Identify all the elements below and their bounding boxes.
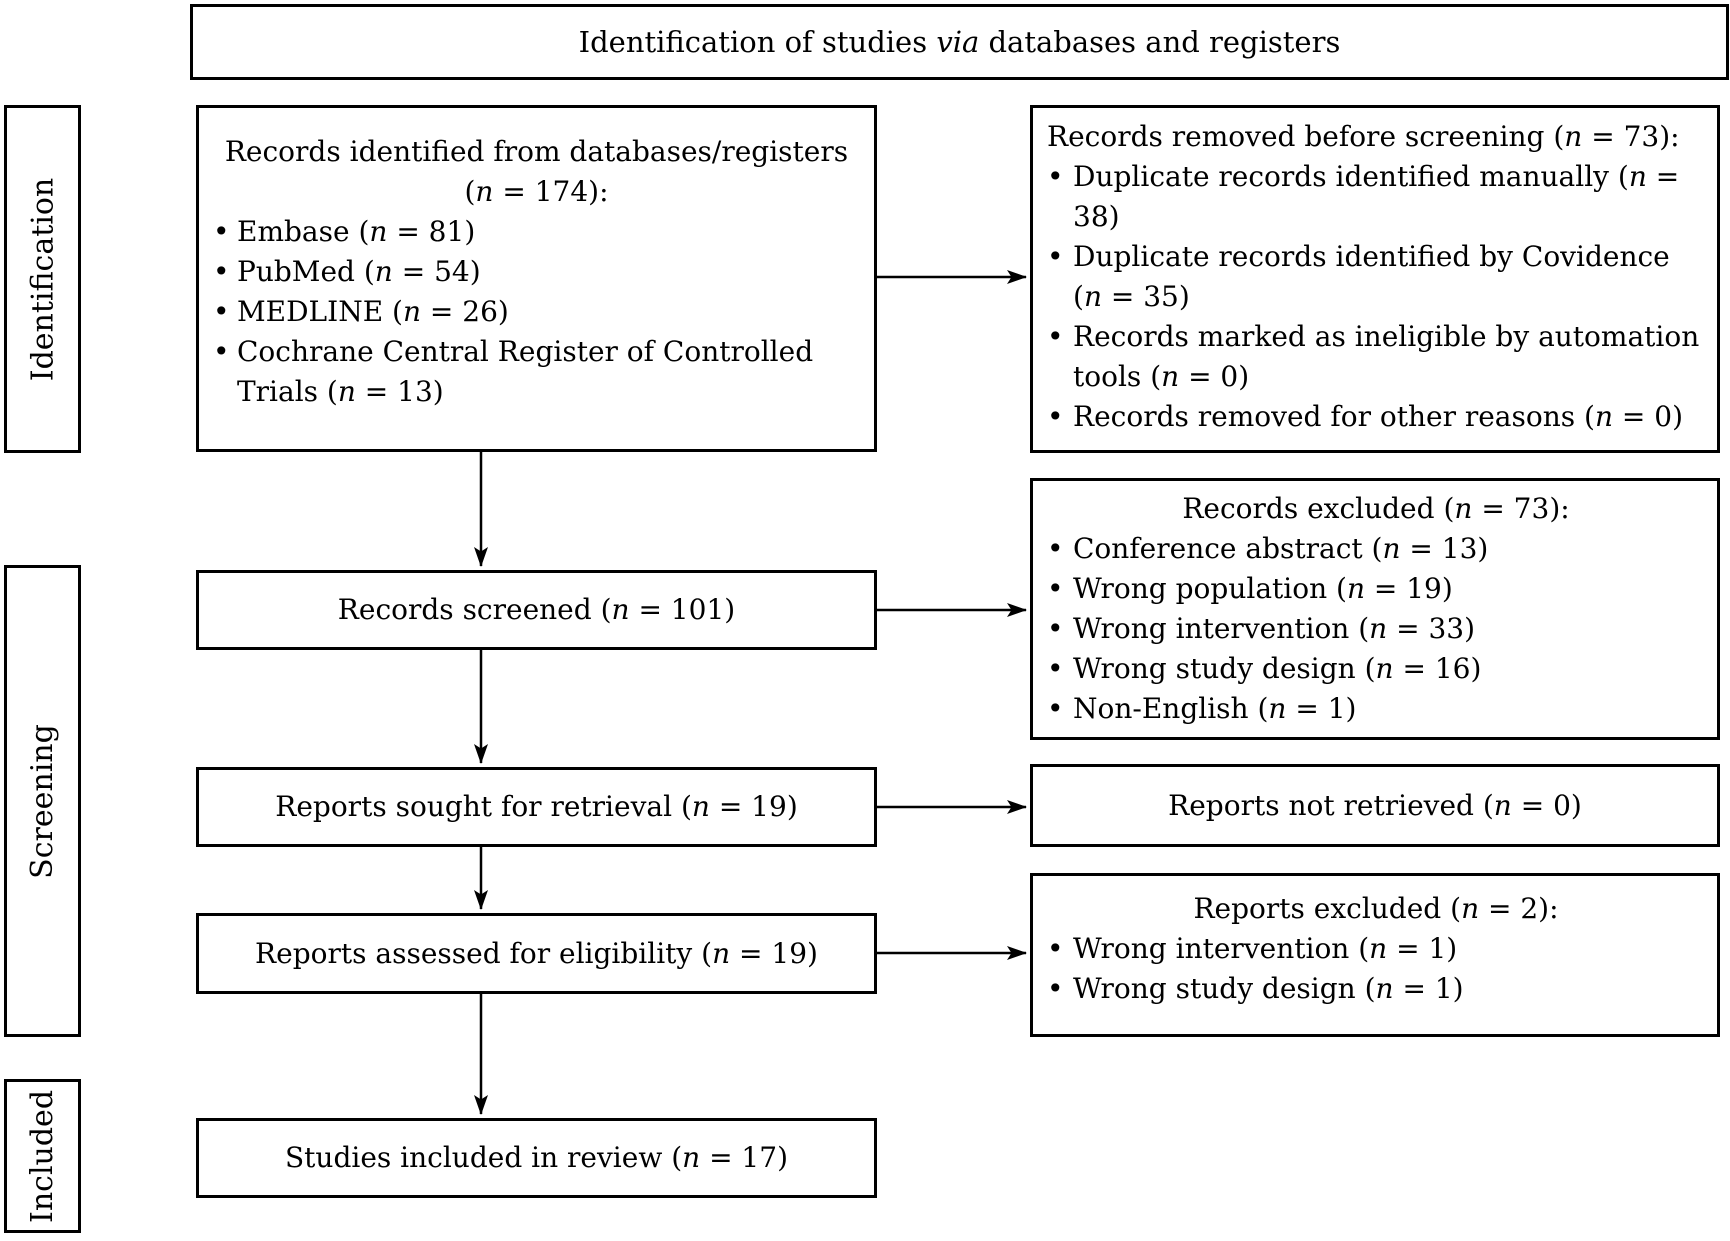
box-records-screened: Records screened (n = 101) [196, 570, 877, 650]
bullet-item: MEDLINE (n = 26) [213, 292, 860, 332]
stage-label-identification: Identification [4, 105, 81, 453]
reports-sought-label: Reports sought for retrieval (n = 19) [275, 790, 798, 823]
stage-label-screening: Screening [4, 565, 81, 1037]
studies-included-label: Studies included in review (n = 17) [284, 1141, 788, 1174]
records-removed-title: Records removed before screening (n = 73… [1047, 120, 1680, 153]
bullet-item: Wrong population (n = 19) [1047, 569, 1705, 609]
reports-excluded-title: Reports excluded (n = 2): [1193, 892, 1559, 925]
bullet-item: PubMed (n = 54) [213, 252, 860, 292]
stage-label-screening-text: Screening [25, 723, 60, 879]
bullet-item: Non-English (n = 1) [1047, 689, 1705, 729]
records-excluded-list: Conference abstract (n = 13)Wrong popula… [1047, 529, 1705, 729]
bullet-item: Wrong intervention (n = 33) [1047, 609, 1705, 649]
box-reports-not-retrieved: Reports not retrieved (n = 0) [1030, 764, 1720, 847]
stage-label-included: Included [4, 1079, 81, 1233]
records-screened-label: Records screened (n = 101) [337, 593, 736, 626]
header-title: Identification of studies via databases … [578, 25, 1341, 59]
bullet-item: Cochrane Central Register of Controlled … [213, 332, 860, 412]
box-reports-excluded: Reports excluded (n = 2): Wrong interven… [1030, 873, 1720, 1037]
reports-excluded-list: Wrong intervention (n = 1)Wrong study de… [1047, 929, 1705, 1009]
bullet-item: Wrong study design (n = 1) [1047, 969, 1705, 1009]
records-identified-list: Embase (n = 81)PubMed (n = 54)MEDLINE (n… [213, 212, 860, 412]
bullet-item: Wrong study design (n = 16) [1047, 649, 1705, 689]
header-box: Identification of studies via databases … [190, 4, 1729, 80]
bullet-item: Conference abstract (n = 13) [1047, 529, 1705, 569]
bullet-item: Embase (n = 81) [213, 212, 860, 252]
box-records-removed: Records removed before screening (n = 73… [1030, 105, 1720, 453]
records-removed-list: Duplicate records identified manually (n… [1047, 157, 1705, 437]
stage-label-included-text: Included [25, 1089, 60, 1223]
box-records-excluded: Records excluded (n = 73): Conference ab… [1030, 478, 1720, 740]
bullet-item: Records removed for other reasons (n = 0… [1047, 397, 1705, 437]
box-records-identified: Records identified from databases/regist… [196, 105, 877, 452]
stage-label-identification-text: Identification [25, 177, 61, 381]
records-identified-title: Records identified from databases/regist… [224, 135, 849, 168]
bullet-item: Duplicate records identified by Covidenc… [1047, 237, 1705, 317]
records-excluded-title: Records excluded (n = 73): [1182, 492, 1570, 525]
box-studies-included: Studies included in review (n = 17) [196, 1118, 877, 1198]
box-reports-sought: Reports sought for retrieval (n = 19) [196, 767, 877, 847]
records-identified-subtitle: (n = 174): [464, 175, 609, 208]
bullet-item: Wrong intervention (n = 1) [1047, 929, 1705, 969]
reports-assessed-label: Reports assessed for eligibility (n = 19… [255, 936, 818, 970]
reports-not-retrieved-label: Reports not retrieved (n = 0) [1168, 788, 1582, 822]
bullet-item: Duplicate records identified manually (n… [1047, 157, 1705, 237]
bullet-item: Records marked as ineligible by automa­t… [1047, 317, 1705, 397]
box-reports-assessed: Reports assessed for eligibility (n = 19… [196, 913, 877, 994]
